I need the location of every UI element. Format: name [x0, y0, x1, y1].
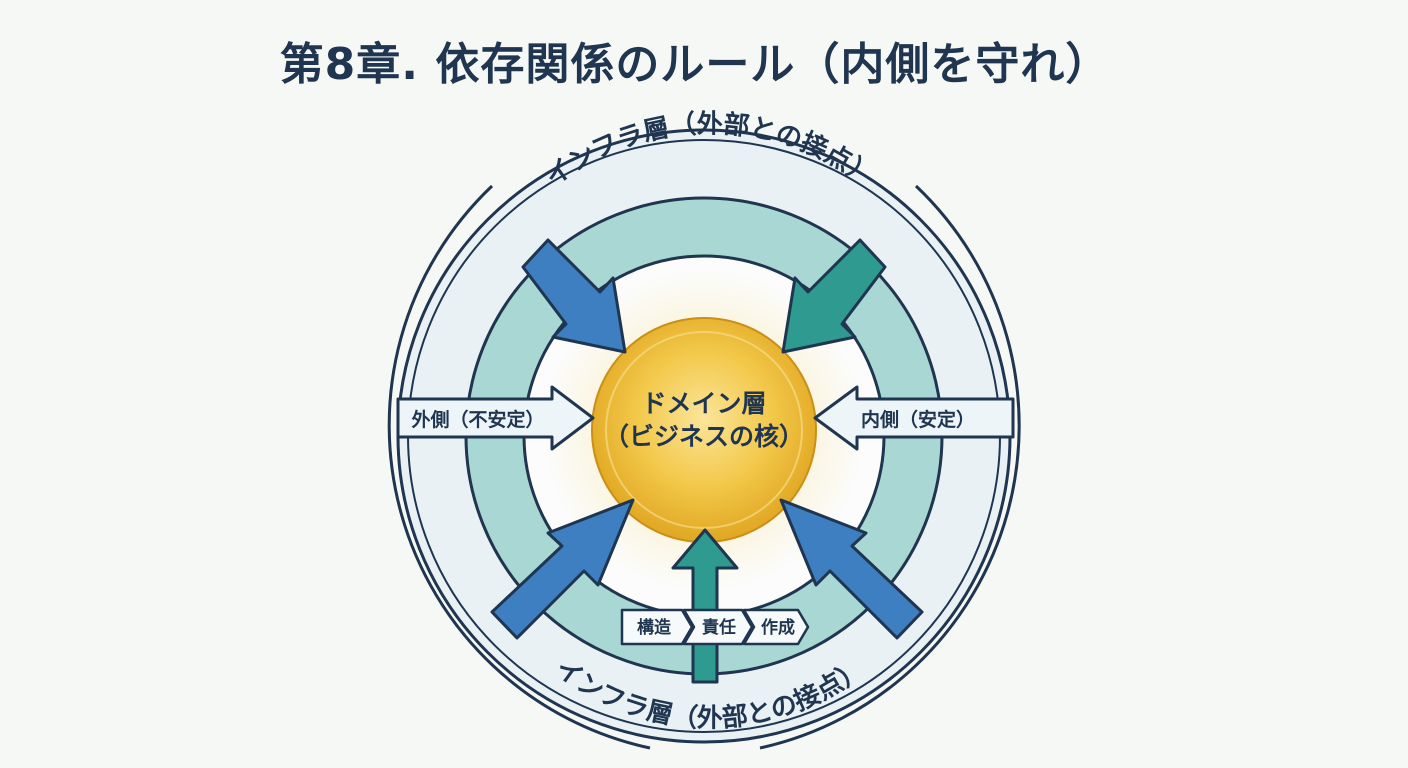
core-label-main: ドメイン層 — [641, 389, 766, 418]
side-arrow-left: 外側（不安定） — [396, 385, 595, 451]
outer-arc-right — [759, 184, 1021, 750]
chevron-label-3: 作成 — [761, 617, 795, 638]
side-arrow-right: 内側（安定） — [813, 385, 1015, 451]
chevron-2 — [682, 608, 754, 646]
side-label-right: 内側（安定） — [861, 408, 975, 431]
arrow-bottom-right — [779, 498, 924, 640]
arrow-top-left — [521, 238, 627, 354]
chevron-3 — [742, 608, 810, 646]
page-title: 第8章. 依存関係のルール（内側を守れ） — [279, 39, 1111, 90]
core-label-sub: （ビジネスの核） — [604, 422, 804, 451]
chevron-label-2: 責任 — [702, 617, 736, 638]
chevron-strip: 構造 責任 作成 — [620, 608, 810, 646]
arrow-bottom-left — [490, 498, 635, 640]
arrow-bottom-center — [671, 528, 739, 684]
outer-arc-left — [387, 184, 651, 750]
domain-core-inner-ring — [605, 331, 803, 529]
side-label-left: 外側（不安定） — [411, 408, 544, 431]
arrow-top-right — [781, 238, 887, 354]
chevron-1 — [620, 608, 694, 646]
chevron-label-1: 構造 — [637, 617, 672, 638]
